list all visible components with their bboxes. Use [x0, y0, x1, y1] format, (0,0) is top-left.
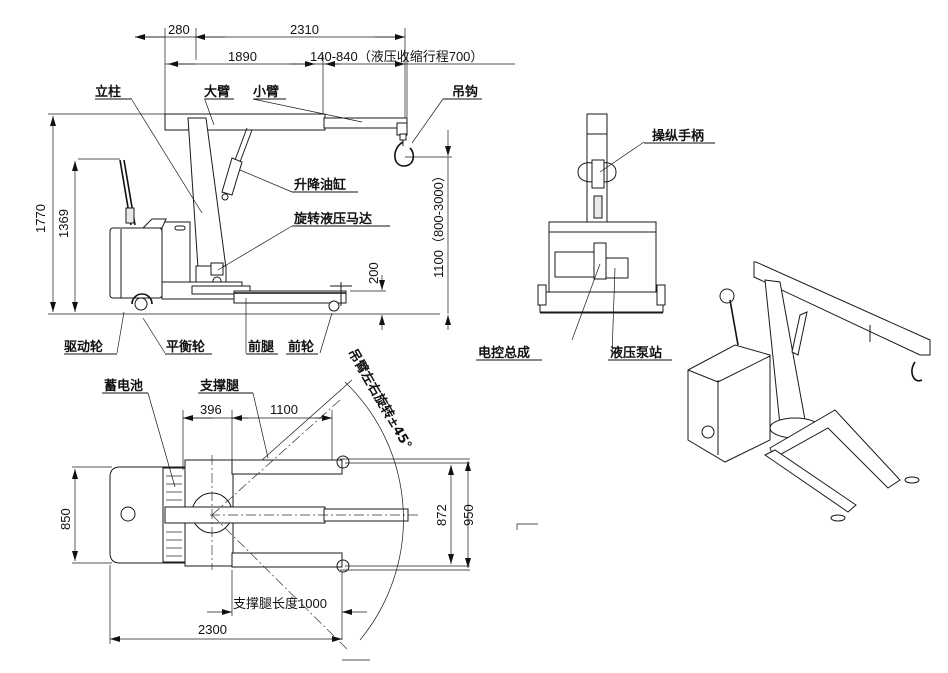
rotation-arc — [344, 381, 404, 641]
label-drive-wheel: 驱动轮 — [64, 339, 103, 355]
label-rotation: 吊臂左右旋转±45° — [345, 346, 416, 452]
label-lift-cylinder: 升降油缸 — [294, 177, 346, 193]
tiller-handle — [119, 159, 136, 226]
iso-leg-left — [764, 449, 857, 513]
dim-2300: 2300 — [198, 622, 227, 637]
side-view: 280 2310 1890 140-840（液压收缩行程700） — [33, 22, 515, 355]
electric-control — [554, 251, 596, 278]
dim-396: 396 — [200, 402, 222, 417]
label-electric-control: 电控总成 — [478, 345, 530, 361]
label-front-leg: 前腿 — [248, 339, 274, 355]
label-battery: 蓄电池 — [104, 378, 143, 394]
label-hook: 吊钩 — [452, 84, 478, 100]
column — [187, 117, 227, 269]
label-hydraulic-pump: 液压泵站 — [610, 345, 662, 361]
label-handle: 操纵手柄 — [652, 128, 704, 144]
label-small-arm: 小臂 — [253, 84, 279, 100]
isometric-view — [687, 261, 931, 522]
dim-850: 850 — [58, 508, 73, 530]
lift-cylinder — [221, 127, 253, 201]
iso-hook — [911, 361, 923, 382]
dim-872: 872 — [434, 504, 449, 526]
dim-200: 200 — [366, 262, 381, 284]
front-leg — [233, 290, 347, 304]
label-column: 立柱 — [95, 84, 121, 100]
dim-950: 950 — [461, 504, 476, 526]
dim-1100: 1100 — [270, 402, 298, 417]
dim-hook-height: 1100（800-3000） — [431, 169, 446, 278]
battery-body — [109, 227, 163, 299]
tiller-top — [120, 506, 136, 522]
plan-view: 396 1100 850 872 950 支撑腿长度1000 2300 吊臂左右… — [58, 346, 476, 661]
label-balance-wheel: 平衡轮 — [166, 339, 205, 355]
iso-tiller — [729, 299, 739, 346]
front-view: 操纵手柄 电控总成 液压泵站 — [476, 113, 715, 361]
label-support-leg: 支撑腿 — [199, 378, 239, 394]
iso-boom — [753, 261, 931, 356]
label-front-wheel: 前轮 — [288, 339, 314, 355]
plan-body — [109, 466, 166, 564]
dim-1369: 1369 — [56, 209, 71, 238]
control-handle — [577, 159, 617, 219]
hydraulic-pump — [605, 257, 629, 279]
label-main-arm: 大臂 — [204, 84, 230, 100]
balance-wheel — [131, 293, 153, 305]
dim-1890: 1890 — [228, 49, 257, 64]
dim-leg-length: 支撑腿长度1000 — [233, 596, 327, 611]
dim-1770: 1770 — [33, 204, 48, 233]
label-rotary-motor: 旋转液压马达 — [293, 211, 372, 227]
leaders — [116, 98, 444, 354]
small-arm — [323, 117, 408, 129]
support-leg-bottom — [231, 552, 343, 568]
hook — [394, 133, 415, 167]
front-wheel — [328, 300, 340, 312]
dim-280: 280 — [168, 22, 190, 37]
support-leg-top — [231, 459, 343, 475]
dim-boom-stroke: 140-840（液压收缩行程700） — [310, 49, 483, 64]
stray-mark — [516, 523, 538, 530]
dim-2310: 2310 — [290, 22, 319, 37]
